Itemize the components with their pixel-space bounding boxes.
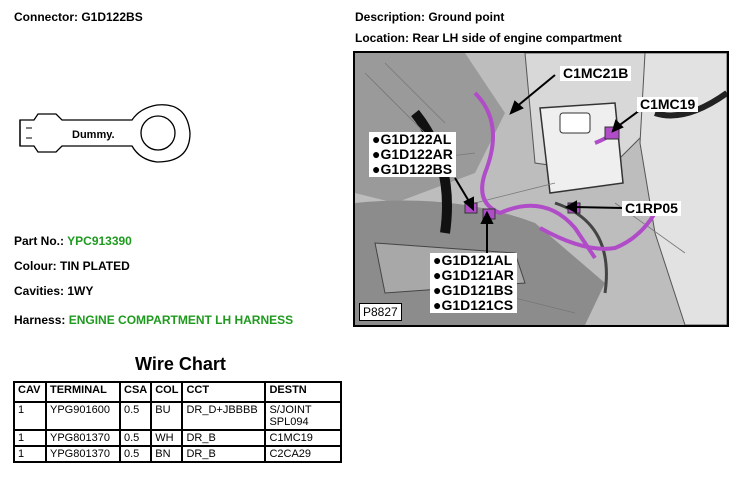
cell-cct: DR_B: [181, 445, 267, 463]
cell-destn: C2CA29: [264, 445, 343, 463]
location-photo: C1MC21B C1MC19 C1RP05 ●G1D122AL ●G1D122A…: [353, 51, 729, 327]
harness-label: Harness:: [14, 313, 66, 327]
cell-cav: 1: [13, 401, 47, 431]
wire-chart-title: Wire Chart: [135, 354, 226, 374]
wire-chart-table: CAV TERMINAL CSA COL CCT DESTN 1 YPG9016…: [13, 381, 343, 463]
callout-g1d122bs: ●G1D122BS: [372, 161, 453, 177]
part-number: Part No.: YPC913390: [14, 234, 132, 248]
cell-cct: DR_D+JBBBB: [181, 401, 267, 431]
cell-col: BN: [150, 445, 184, 463]
cell-destn: C1MC19: [264, 429, 343, 447]
callout-g1d121bs: ●G1D121BS: [433, 282, 514, 298]
table-row: 1 YPG801370 0.5 BN DR_B C2CA29: [13, 445, 343, 463]
cell-col: BU: [150, 401, 184, 431]
cell-cav: 1: [13, 445, 47, 463]
cell-terminal: YPG801370: [45, 445, 121, 463]
callout-g1d122ar: ●G1D122AR: [372, 146, 453, 162]
wire-chart-header-row: CAV TERMINAL CSA COL CCT DESTN: [13, 381, 343, 403]
photo-reference: P8827: [359, 303, 402, 321]
callout-c1mc21b: C1MC21B: [560, 66, 632, 81]
callout-group-g1d121: ●G1D121AL ●G1D121AR ●G1D121BS ●G1D121CS: [430, 253, 517, 313]
header-csa: CSA: [118, 381, 153, 403]
callout-g1d121ar: ●G1D121AR: [433, 267, 514, 283]
header-cct: CCT: [181, 381, 267, 403]
cell-csa: 0.5: [118, 445, 153, 463]
callout-c1mc19: C1MC19: [637, 97, 699, 112]
connector-dummy-label: Dummy.: [72, 129, 115, 141]
cell-terminal: YPG801370: [45, 429, 121, 447]
callout-g1d121al: ●G1D121AL: [433, 252, 513, 268]
cell-col: WH: [150, 429, 184, 447]
part-number-value: YPC913390: [67, 234, 132, 248]
cell-terminal: YPG901600: [45, 401, 121, 431]
cell-destn: S/JOINT SPL094: [264, 401, 343, 431]
location-text: Location: Rear LH side of engine compart…: [355, 31, 622, 45]
header-cav: CAV: [13, 381, 47, 403]
table-row: 1 YPG901600 0.5 BU DR_D+JBBBB S/JOINT SP…: [13, 401, 343, 431]
callout-g1d121cs: ●G1D121CS: [433, 297, 514, 313]
ring-terminal-drawing: Dummy.: [19, 104, 191, 163]
header-col: COL: [150, 381, 184, 403]
harness-value: ENGINE COMPARTMENT LH HARNESS: [68, 313, 294, 327]
callout-g1d122al: ●G1D122AL: [372, 131, 452, 147]
callout-group-g1d122: ●G1D122AL ●G1D122AR ●G1D122BS: [369, 132, 456, 177]
header-destn: DESTN: [264, 381, 343, 403]
cell-cct: DR_B: [181, 429, 267, 447]
description-text: Description: Ground point: [355, 10, 505, 24]
harness-line: Harness: ENGINE COMPARTMENT LH HARNESS: [14, 313, 293, 327]
engine-bay-illustration: [355, 53, 727, 325]
cavities-text: Cavities: 1WY: [14, 284, 94, 298]
table-row: 1 YPG801370 0.5 WH DR_B C1MC19: [13, 429, 343, 447]
colour-text: Colour: TIN PLATED: [14, 259, 130, 273]
cell-csa: 0.5: [118, 429, 153, 447]
cell-cav: 1: [13, 429, 47, 447]
connector-title: Connector: G1D122BS: [14, 10, 143, 24]
cell-csa: 0.5: [118, 401, 153, 431]
callout-c1rp05: C1RP05: [622, 201, 681, 216]
part-number-label: Part No.:: [14, 234, 65, 248]
header-terminal: TERMINAL: [45, 381, 121, 403]
